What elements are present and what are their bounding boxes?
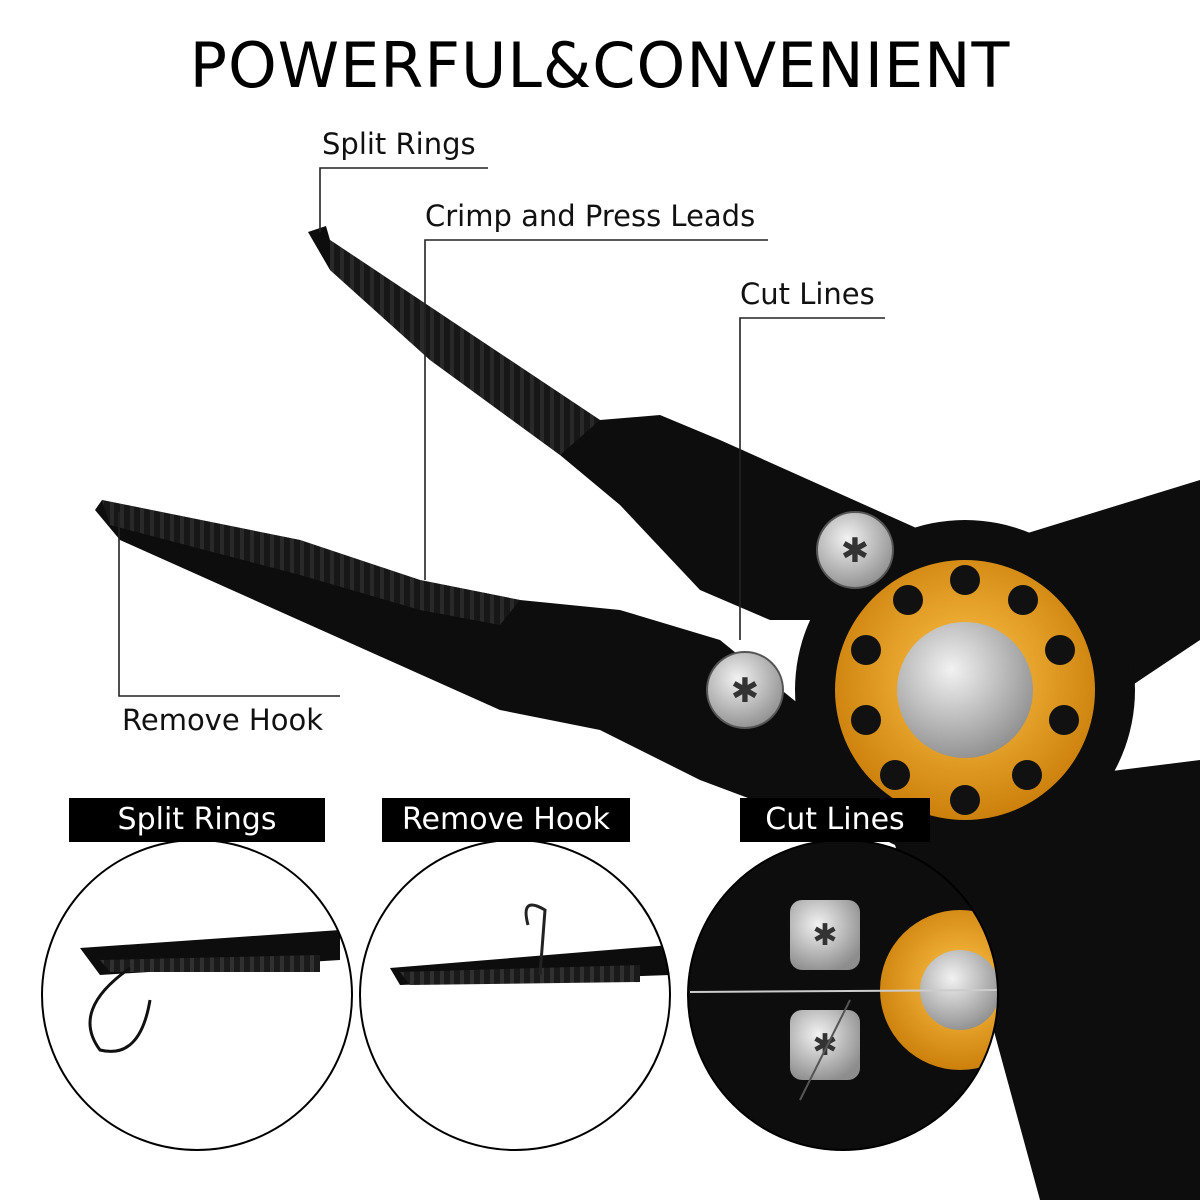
caption-split-rings: Split Rings	[69, 798, 325, 842]
pliers-handle-lower	[880, 760, 1200, 1200]
page-title: POWERFUL&CONVENIENT	[189, 29, 1011, 102]
callout-leaders	[118, 167, 885, 697]
caption-cut-lines: Cut Lines	[740, 798, 930, 842]
detail-circle-remove-hook	[359, 839, 671, 1151]
callout-cut-lines: Cut Lines	[740, 277, 875, 311]
svg-text:✱: ✱	[841, 531, 870, 571]
callout-remove-hook: Remove Hook	[122, 703, 323, 737]
svg-text:✱: ✱	[731, 671, 760, 711]
callout-split-rings: Split Rings	[322, 127, 476, 161]
svg-text:✱: ✱	[812, 918, 837, 953]
callout-crimp-press-leads: Crimp and Press Leads	[425, 199, 756, 233]
caption-remove-hook: Remove Hook	[382, 798, 630, 842]
pivot-steel-cap	[897, 622, 1033, 758]
pliers-lower-jaw	[95, 500, 900, 840]
detail-circle-split-rings	[41, 839, 353, 1151]
screw-lower	[706, 651, 784, 729]
detail-circle-cut-lines: ✱ ✱	[687, 839, 999, 1151]
pliers-illustration: ✱ ✱	[95, 226, 1200, 1200]
screw-upper	[816, 511, 894, 589]
